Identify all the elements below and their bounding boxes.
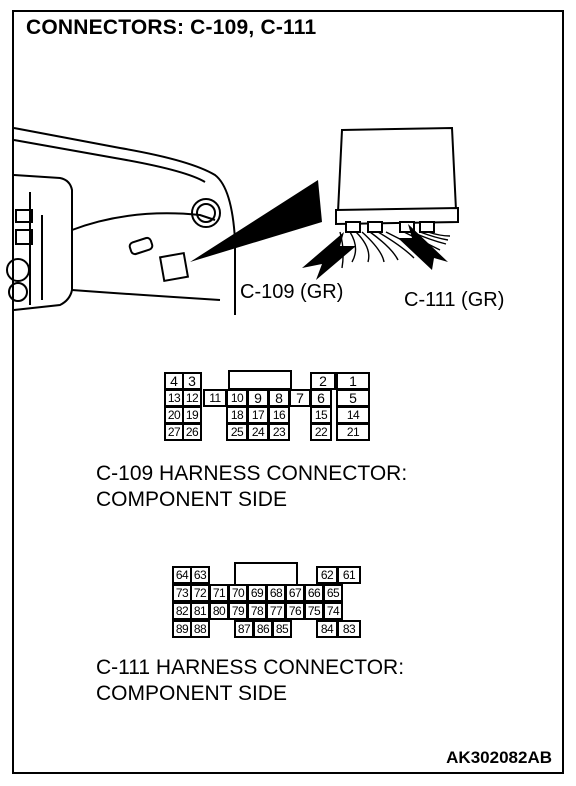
c109-caption-line1: C-109 HARNESS CONNECTOR: (96, 462, 408, 485)
c109-pin: 8 (268, 389, 290, 407)
c109-pin: 4 (164, 372, 184, 390)
c109-pin: 21 (336, 423, 370, 441)
c111-pin: 81 (190, 602, 210, 620)
c109-pin: 18 (226, 406, 248, 424)
c111-pin: 68 (266, 584, 286, 602)
c109-pin: 19 (182, 406, 202, 424)
c109-key-housing (228, 370, 292, 390)
c111-pin: 86 (253, 620, 273, 638)
c109-pin: 20 (164, 406, 184, 424)
c111-pin: 78 (247, 602, 267, 620)
c111-pin: 73 (172, 584, 192, 602)
c111-callout-label: C-111 (GR) (404, 289, 505, 311)
c111-pin: 83 (337, 620, 361, 638)
c109-pin: 9 (247, 389, 269, 407)
c109-pin: 26 (182, 423, 202, 441)
c109-pin: 22 (310, 423, 332, 441)
c109-pin: 11 (203, 389, 227, 407)
c111-pin: 62 (316, 566, 338, 584)
c109-pin: 1 (336, 372, 370, 390)
c111-pin: 84 (316, 620, 338, 638)
c111-pin: 71 (209, 584, 229, 602)
figure-frame (12, 10, 564, 774)
c109-pin: 17 (247, 406, 269, 424)
c109-pin: 10 (226, 389, 248, 407)
c111-pin: 74 (323, 602, 343, 620)
c109-pin: 27 (164, 423, 184, 441)
c111-pin: 67 (285, 584, 305, 602)
c109-pin: 14 (336, 406, 370, 424)
c109-pin: 15 (310, 406, 332, 424)
c109-pin: 3 (182, 372, 202, 390)
c111-pin: 87 (234, 620, 254, 638)
page-title: CONNECTORS: C-109, C-111 (26, 16, 317, 39)
c111-pin: 85 (272, 620, 292, 638)
c109-pin: 2 (310, 372, 336, 390)
c111-pin: 77 (266, 602, 286, 620)
c111-pin: 80 (209, 602, 229, 620)
c111-pin: 61 (337, 566, 361, 584)
c111-pin: 69 (247, 584, 267, 602)
c111-key-housing (234, 562, 298, 586)
c111-pin: 72 (190, 584, 210, 602)
c109-caption: C-109 HARNESS CONNECTOR: COMPONENT SIDE (96, 461, 407, 513)
c111-pin: 89 (172, 620, 192, 638)
c109-pin: 16 (268, 406, 290, 424)
c109-pin: 6 (310, 389, 332, 407)
c111-pin: 79 (228, 602, 248, 620)
c109-pin: 7 (289, 389, 311, 407)
c109-pin: 12 (182, 389, 202, 407)
c111-pin: 65 (323, 584, 343, 602)
c111-pin: 70 (228, 584, 248, 602)
c111-pin: 75 (304, 602, 324, 620)
c111-pin: 63 (190, 566, 210, 584)
c111-pin: 88 (190, 620, 210, 638)
c109-pin: 24 (247, 423, 269, 441)
c111-caption: C-111 HARNESS CONNECTOR: COMPONENT SIDE (96, 655, 404, 707)
c111-caption-line2: COMPONENT SIDE (96, 682, 287, 705)
c109-caption-line2: COMPONENT SIDE (96, 488, 287, 511)
figure-code: AK302082AB (446, 748, 552, 767)
c109-pin: 25 (226, 423, 248, 441)
c111-pin: 64 (172, 566, 192, 584)
c111-pin: 76 (285, 602, 305, 620)
c109-pin: 13 (164, 389, 184, 407)
c109-pin: 5 (336, 389, 370, 407)
c109-pin: 23 (268, 423, 290, 441)
c111-pin: 66 (304, 584, 324, 602)
c109-callout-label: C-109 (GR) (240, 281, 344, 303)
c111-caption-line1: C-111 HARNESS CONNECTOR: (96, 656, 405, 679)
c111-pin: 82 (172, 602, 192, 620)
